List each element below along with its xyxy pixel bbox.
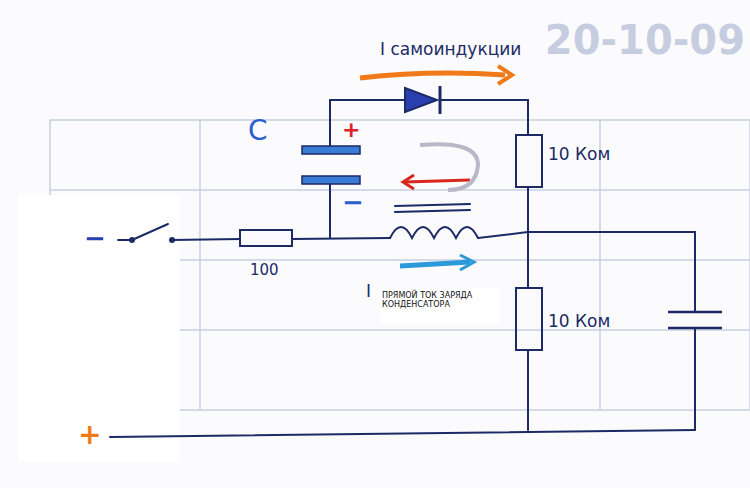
wires [110,100,695,437]
current-label: I самоиндукции [380,40,521,59]
resistor-symbol [240,230,292,246]
polarity-sign: − [84,224,106,253]
resistor-symbol [516,135,542,187]
white-patch [380,288,500,324]
diode-symbol [405,86,440,114]
current-arrow [403,144,478,190]
resistor-value: 100 [250,262,279,279]
polarity-sign: + [342,118,360,142]
current-arrow [400,255,474,270]
capacitor-symbol [302,146,360,184]
inductor-coil [390,227,478,238]
resistor-symbol [516,288,542,350]
switch-contact [129,237,135,243]
polarity-sign: + [78,420,101,451]
watermark: 20-10-09 [545,18,745,62]
component-label: C [248,116,268,147]
current-arrow [360,66,512,84]
current-label: I [366,282,371,301]
resistor-value: 10 Ком [548,145,610,164]
capacitor-symbol [668,312,722,328]
polarity-sign: − [342,188,364,217]
switch-contact [169,237,175,243]
note-text: ПРЯМОЙ ТОК ЗАРЯДА КОНДЕНСАТОРА [382,292,498,310]
resistor-value: 10 Ком [548,312,610,331]
white-patch [18,195,180,462]
